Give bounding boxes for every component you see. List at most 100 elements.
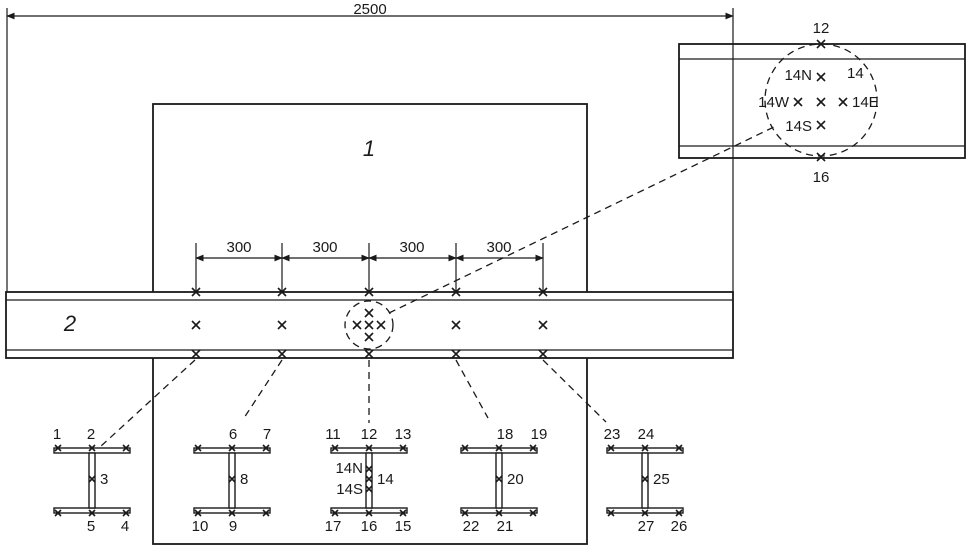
section-web xyxy=(495,452,503,509)
section-marker-bottom-right xyxy=(399,509,407,517)
section-label-top-right: 24 xyxy=(638,426,655,443)
section-marker-bottom-center xyxy=(495,509,503,517)
leader-lines xyxy=(99,124,779,448)
gauge-marker-cluster-east xyxy=(376,320,386,330)
leader-detail xyxy=(388,124,779,314)
section-label-bottom-right: 15 xyxy=(395,518,412,535)
gauge-marker-web-1 xyxy=(191,320,201,330)
section-label-web-south: 14S xyxy=(336,481,363,498)
section-label-bottom-left: 22 xyxy=(463,518,480,535)
section-marker-web xyxy=(88,475,96,483)
section-marker-bottom-right xyxy=(122,509,130,517)
section-label-top-left: 1 xyxy=(53,426,61,443)
section-marker-web xyxy=(641,475,649,483)
section-marker-top-left xyxy=(54,444,62,452)
gauge-marker-top-5 xyxy=(538,287,548,297)
section-marker-top-center xyxy=(365,444,373,452)
section-marker-top-left xyxy=(331,444,339,452)
spacing-dimensions: 300 300 300 300 xyxy=(195,239,544,292)
section-marker-web xyxy=(495,475,503,483)
section-marker-top-right xyxy=(399,444,407,452)
gauge-marker-bottom-5 xyxy=(538,349,548,359)
section-marker-bottom-right xyxy=(675,509,683,517)
gauge-marker-cluster-south xyxy=(364,332,374,342)
section-web xyxy=(88,452,96,509)
section-marker-web xyxy=(228,475,236,483)
plate-label: 1 xyxy=(363,136,375,161)
detail-view: 12 14N 14 14W 14E 14S 16 xyxy=(678,20,966,186)
section-marker-bottom-center xyxy=(228,509,236,517)
detail-marker-bottom xyxy=(816,152,826,162)
section-marker-bottom-center xyxy=(641,509,649,517)
gauge-marker-bottom-2 xyxy=(277,349,287,359)
section-label-bottom-right: 9 xyxy=(229,518,237,535)
detail-marker-north xyxy=(816,72,826,82)
section-label-top-right: 2 xyxy=(87,426,95,443)
center-cluster-circle xyxy=(344,300,394,350)
section-label-top-left: 23 xyxy=(604,426,621,443)
section-label-top-center: 12 xyxy=(361,426,378,443)
section-marker-top-left xyxy=(607,444,615,452)
beam-gauge-markers xyxy=(191,287,548,359)
gauge-marker-bottom-3 xyxy=(364,349,374,359)
spacing-label-2: 300 xyxy=(312,239,337,256)
section-marker-top-right xyxy=(675,444,683,452)
detail-gauge-markers xyxy=(793,39,848,162)
detail-label-north: 14N xyxy=(784,67,812,84)
gauge-marker-cluster-west xyxy=(352,320,362,330)
leader-section-1 xyxy=(99,359,196,448)
gauge-marker-bottom-1 xyxy=(191,349,201,359)
beam-label: 2 xyxy=(63,311,76,336)
section-marker-top-right xyxy=(262,444,270,452)
section-web xyxy=(365,452,373,509)
detail-marker-center xyxy=(816,97,826,107)
section-marker-bottom-center xyxy=(365,509,373,517)
section-marker-top-center xyxy=(228,444,236,452)
detail-marker-west xyxy=(793,97,803,107)
overall-dimension: 2500 xyxy=(6,1,734,295)
section-label-bottom-left: 10 xyxy=(192,518,209,535)
section-label-web: 3 xyxy=(100,471,108,488)
spacing-label-4: 300 xyxy=(486,239,511,256)
detail-label-west: 14W xyxy=(758,94,790,111)
section-label-web: 20 xyxy=(507,471,524,488)
spacing-label-3: 300 xyxy=(399,239,424,256)
detail-label-top: 12 xyxy=(813,20,830,37)
gauge-marker-top-4 xyxy=(451,287,461,297)
gauge-marker-web-5 xyxy=(538,320,548,330)
section-label-bottom-right: 26 xyxy=(671,518,688,535)
gauge-marker-cluster-north xyxy=(364,308,374,318)
section-marker-bottom-right xyxy=(529,509,537,517)
section-label-top-right: 7 xyxy=(263,426,271,443)
section-web xyxy=(228,452,236,509)
gauge-marker-top-1 xyxy=(191,287,201,297)
section-marker-web-south xyxy=(365,485,373,493)
section-label-top-right: 13 xyxy=(395,426,412,443)
section-marker-bottom-left xyxy=(607,509,615,517)
detail-label-center: 14 xyxy=(847,65,864,82)
section-label-web: 14 xyxy=(377,471,394,488)
detail-label-south: 14S xyxy=(785,118,812,135)
section-label-web-north: 14N xyxy=(335,460,363,477)
spacing-label-1: 300 xyxy=(226,239,251,256)
section-marker-bottom-left xyxy=(331,509,339,517)
section-label-bottom-center: 16 xyxy=(361,518,378,535)
detail-marker-east xyxy=(838,97,848,107)
gauge-marker-top-2 xyxy=(277,287,287,297)
section-label-bottom-right: 21 xyxy=(497,518,514,535)
leader-section-2 xyxy=(243,359,283,419)
section-marker-top-center xyxy=(88,444,96,452)
section-marker-bottom-right xyxy=(262,509,270,517)
section-marker-top-left xyxy=(194,444,202,452)
leader-section-5 xyxy=(542,359,607,423)
section-marker-bottom-left xyxy=(194,509,202,517)
section-label-bottom-left: 27 xyxy=(638,518,655,535)
section-web xyxy=(641,452,649,509)
detail-marker-south xyxy=(816,120,826,130)
